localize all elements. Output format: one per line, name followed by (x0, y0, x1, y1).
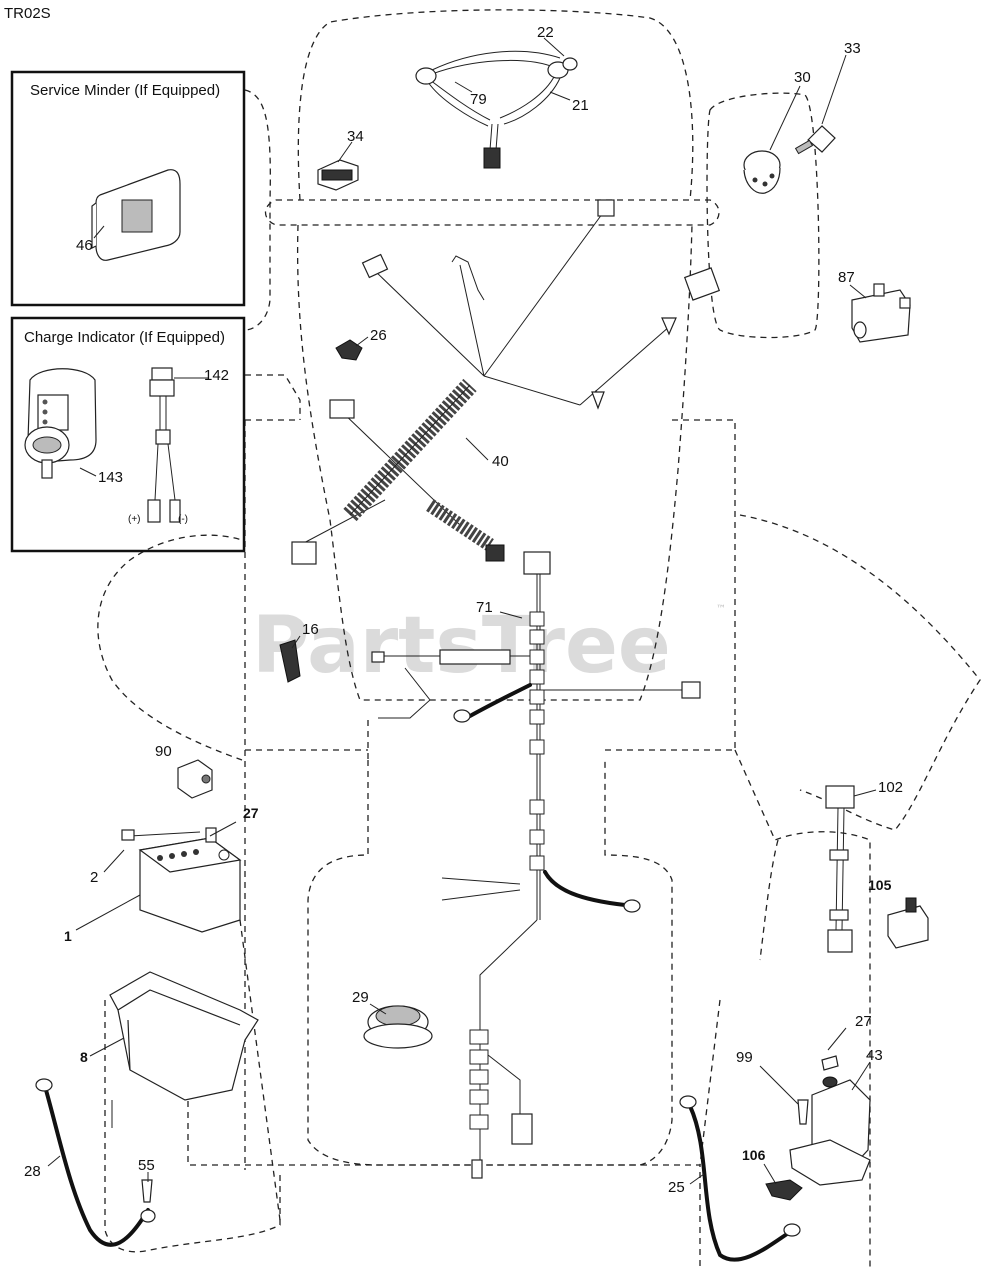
callout-8: 8 (80, 1049, 88, 1065)
callout-27-battery: 27 (243, 805, 259, 821)
service-minder-inset: Service Minder (If Equipped) (10, 70, 246, 307)
callout-79: 79 (470, 91, 487, 108)
callout-2: 2 (90, 869, 98, 886)
callout-46: 46 (76, 237, 93, 254)
callout-106: 106 (742, 1147, 766, 1163)
callout-leader-lines (47, 37, 877, 1185)
callout-30: 30 (794, 69, 811, 86)
callout-1: 1 (64, 928, 72, 944)
cable-clip (765, 1179, 803, 1201)
callout-102: 102 (878, 779, 903, 796)
callout-55: 55 (138, 1157, 155, 1174)
solenoid-bolt (797, 1099, 809, 1125)
callout-labels: 22 79 21 34 33 30 87 46 26 142 143 40 71… (24, 24, 903, 1196)
fuse (335, 339, 363, 361)
main-wire-harness (291, 199, 721, 565)
pto-switch-harness (825, 785, 855, 953)
charge-indicator-gauge (24, 368, 97, 479)
callout-22: 22 (537, 24, 554, 41)
battery-tray (109, 971, 259, 1101)
ground-bolt (141, 1179, 153, 1203)
watermark-trademark: ™ (716, 604, 726, 615)
callout-29: 29 (352, 989, 369, 1006)
callout-26: 26 (370, 327, 387, 344)
callout-28: 28 (24, 1163, 41, 1180)
service-minder-module (91, 169, 181, 261)
battery-cable-positive (679, 1095, 801, 1262)
starter-solenoid (789, 1055, 871, 1186)
horn-button (363, 1005, 433, 1049)
callout-99: 99 (736, 1049, 753, 1066)
callout-142: 142 (204, 367, 229, 384)
battery (121, 827, 242, 933)
callout-16: 16 (302, 621, 319, 638)
seat-switch (851, 283, 911, 343)
callout-34: 34 (347, 128, 364, 145)
charge-indicator-harness: (+) (-) (128, 367, 188, 525)
charge-indicator-title: Charge Indicator (If Equipped) (24, 329, 225, 346)
callout-90: 90 (155, 743, 172, 760)
callout-105: 105 (868, 877, 892, 893)
tractor-outline (97, 9, 981, 1270)
diode-connector (279, 639, 301, 683)
charge-indicator-inset: Charge Indicator (If Equipped) (+) (-) (10, 316, 246, 553)
service-minder-title: Service Minder (If Equipped) (30, 82, 220, 99)
callout-71: 71 (476, 599, 493, 616)
callout-43: 43 (866, 1047, 883, 1064)
callout-25: 25 (668, 1179, 685, 1196)
brake-switch (887, 897, 929, 949)
negative-terminal-label: (-) (178, 514, 188, 525)
callout-27-solenoid: 27 (855, 1013, 872, 1030)
partstree-watermark: PartsTree (252, 601, 671, 691)
callout-87: 87 (838, 269, 855, 286)
ignition-switch (743, 150, 781, 194)
ignition-key (794, 125, 836, 155)
callout-21: 21 (572, 97, 589, 114)
headlight-harness (415, 50, 578, 169)
callout-40: 40 (492, 453, 509, 470)
battery-cable-negative (35, 1078, 156, 1247)
callout-143: 143 (98, 469, 123, 486)
positive-terminal-label: (+) (128, 514, 141, 525)
pto-switch (317, 159, 359, 191)
circuit-breaker (177, 759, 213, 799)
callout-33: 33 (844, 40, 861, 57)
lower-wire-harness (371, 551, 701, 1179)
diagram-code: TR02S (4, 5, 51, 22)
